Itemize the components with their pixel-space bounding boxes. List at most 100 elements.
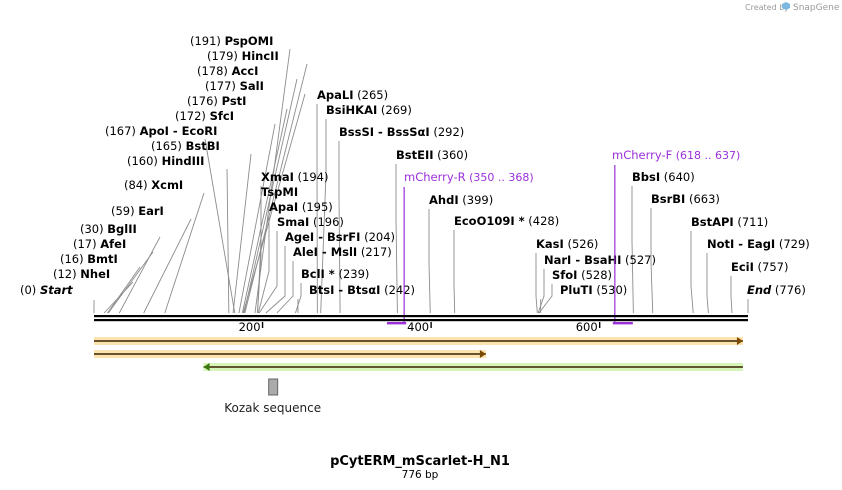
snapgene-credit: Created by SnapGene	[745, 2, 840, 13]
cut-site-labels: (0) Start(12) NheI(16) BmtI(17) AfeI(30)…	[20, 34, 810, 297]
site-name: ApaI	[269, 200, 298, 214]
site-name: ApoI - EcoRI	[140, 124, 218, 138]
site-position: (530)	[593, 283, 628, 297]
site-position: (360)	[434, 148, 469, 162]
site-position: (265)	[354, 88, 389, 102]
site-name: TspMI	[261, 185, 298, 199]
site-label-bglii: (30) BglII	[80, 222, 137, 236]
cut-line-bbsi	[631, 186, 634, 314]
site-label-end: End (776)	[747, 283, 806, 297]
site-position: (179)	[207, 49, 242, 63]
site-label-kasi: KasI (526)	[536, 237, 598, 251]
site-position: (527)	[621, 253, 656, 267]
site-label-btsi-bts-i: BtsI - BtsαI (242)	[309, 283, 415, 297]
feature-arrowhead-1	[479, 350, 486, 358]
site-name: PspOMI	[225, 34, 274, 48]
site-name: AhdI	[429, 193, 459, 207]
site-name: PluTI	[560, 283, 593, 297]
site-name: BssSI - BssSαI	[339, 125, 430, 139]
site-label-eari: (59) EarI	[111, 204, 164, 218]
site-label-sali: (177) SalI	[205, 79, 264, 93]
site-name: Start	[40, 283, 73, 297]
cut-line-hindiii	[226, 168, 230, 314]
site-label-bcli: BclI * (239)	[301, 267, 369, 281]
site-position: (729)	[775, 237, 810, 251]
site-label-smai: SmaI (196)	[277, 215, 344, 229]
primer-name: mCherry-R	[404, 170, 466, 184]
site-label-apoi-ecori: (167) ApoI - EcoRI	[105, 124, 217, 138]
site-position: (204)	[360, 230, 395, 244]
cut-line-bstbi	[232, 153, 252, 314]
site-position: (242)	[380, 283, 415, 297]
primer-range: (618 .. 637)	[672, 149, 740, 162]
site-position: (640)	[660, 170, 695, 184]
site-label-bsteii: BstEII (360)	[396, 148, 468, 162]
cut-line-pspomi	[254, 48, 291, 314]
site-name: BstAPI	[691, 215, 734, 229]
cut-line-bstapi	[690, 231, 694, 314]
ruler-label-600: 600	[576, 320, 598, 334]
site-name: NarI - BsaHI	[544, 253, 621, 267]
site-label-ahdi: AhdI (399)	[429, 193, 493, 207]
site-position: (0)	[20, 283, 40, 297]
cut-line-bsihkai	[320, 119, 327, 314]
site-position: (177)	[205, 79, 240, 93]
cut-line-bsteii	[395, 164, 398, 314]
feature-arrowhead-2	[203, 363, 210, 371]
site-label-tspmi: TspMI	[261, 185, 298, 199]
site-label-pspomi: (191) PspOMI	[190, 34, 273, 48]
site-name: SalI	[240, 79, 264, 93]
feature-arrows	[94, 337, 743, 371]
site-name: End	[747, 283, 772, 297]
site-position: (16)	[60, 252, 87, 266]
cut-line-eari	[143, 218, 192, 314]
cut-line-nari-bsahi	[537, 269, 545, 314]
site-name: BstBI	[186, 139, 220, 153]
cut-line-kasi	[535, 253, 538, 314]
site-name: EarI	[138, 204, 164, 218]
site-name: BstEII	[396, 148, 434, 162]
kozak-feature: Kozak sequence	[224, 378, 321, 415]
cut-line-smai	[258, 231, 278, 314]
site-label-bstapi: BstAPI (711)	[691, 215, 768, 229]
site-position: (428)	[525, 214, 560, 228]
site-position: (399)	[459, 193, 494, 207]
site-label-nhei: (12) NheI	[53, 267, 110, 281]
site-name: BsrBI	[651, 192, 685, 206]
cut-line-sfci	[238, 123, 276, 314]
site-position: (165)	[151, 139, 186, 153]
site-label-bstbi: (165) BstBI	[151, 139, 220, 153]
site-position: (292)	[430, 125, 465, 139]
cut-line-ecii	[730, 276, 733, 314]
site-label-bsrbi: BsrBI (663)	[651, 192, 720, 206]
primer-label-0: mCherry-R (350 .. 368)	[404, 170, 534, 184]
cut-line-apai	[257, 216, 270, 314]
cut-line-hincii	[244, 63, 308, 314]
site-label-acci: (178) AccI	[197, 64, 258, 78]
site-label-bsihkai: BsiHKAI (269)	[326, 103, 412, 117]
site-name: BclI *	[301, 267, 335, 281]
site-name: SmaI	[277, 215, 309, 229]
site-name: NheI	[80, 267, 110, 281]
site-label-bsssi-bsss-i: BssSI - BssSαI (292)	[339, 125, 464, 139]
ruler-label-200: 200	[239, 320, 261, 334]
primer-annotations: mCherry-R (350 .. 368)mCherry-F (618 .. …	[386, 148, 740, 325]
cut-line-sali	[242, 93, 306, 314]
cut-line-sfoi	[538, 284, 553, 314]
cut-line-tspmi	[257, 201, 262, 314]
site-name: HincII	[242, 49, 279, 63]
site-label-bbsi: BbsI (640)	[632, 170, 695, 184]
site-name: SfcI	[210, 109, 234, 123]
site-label-apai: ApaI (195)	[269, 200, 333, 214]
site-position: (239)	[335, 267, 370, 281]
site-position: (172)	[175, 109, 210, 123]
sequence-backbone	[94, 315, 748, 322]
site-label-sfoi: SfoI (528)	[552, 268, 612, 282]
site-name: SfoI	[552, 268, 577, 282]
site-position: (12)	[53, 267, 80, 281]
site-name: PstI	[222, 94, 247, 108]
site-name: HindIII	[162, 154, 205, 168]
site-label-ecii: EciI (757)	[731, 260, 789, 274]
site-name: AleI - MslI	[293, 245, 357, 259]
